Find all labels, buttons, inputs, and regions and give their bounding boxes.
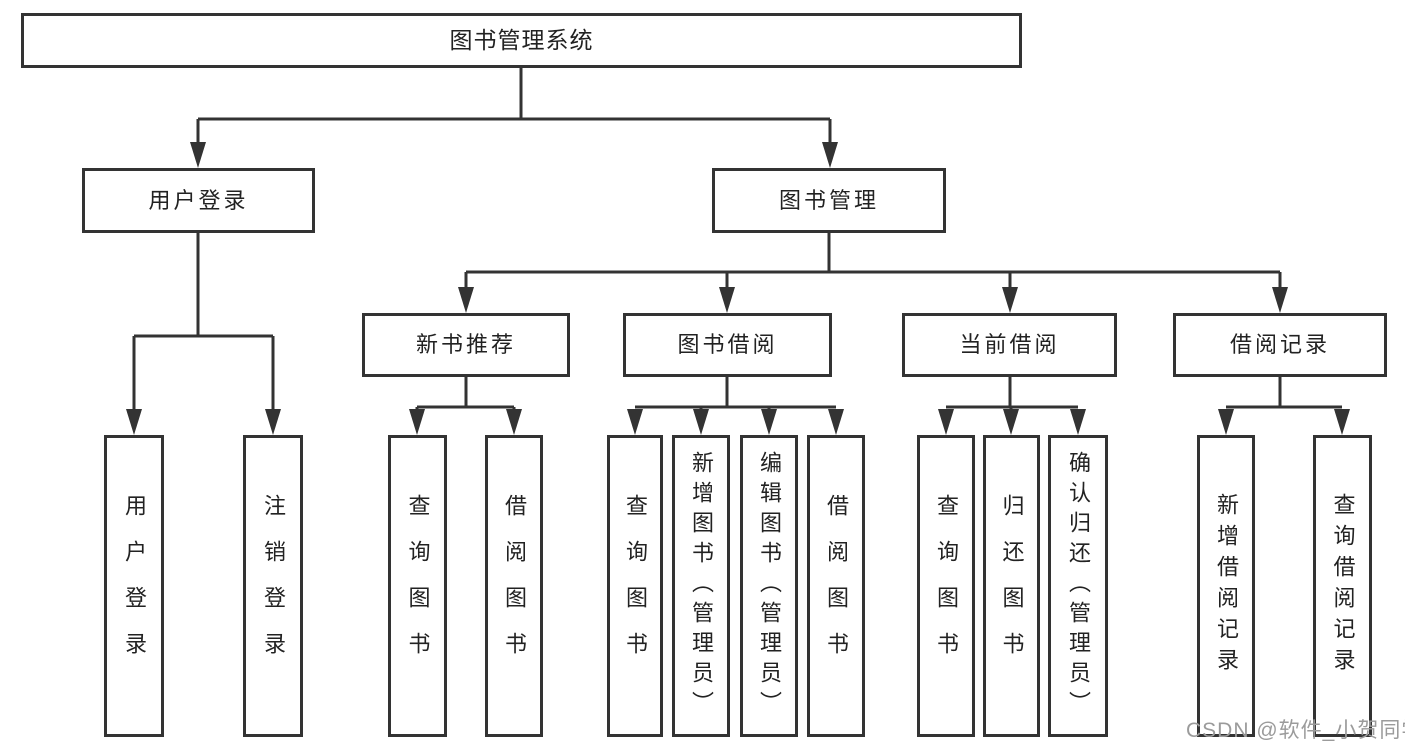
leaf-confirm-return-admin: 确认归还（管理员）: [1048, 435, 1108, 737]
leaf-add-borrow-record: 新增借阅记录: [1197, 435, 1255, 737]
leaf-return-books: 归还图书: [983, 435, 1040, 737]
leaf-query-books-recommend: 查询图书: [388, 435, 447, 737]
leaf-edit-book-admin: 编辑图书（管理员）: [740, 435, 798, 737]
connector-bookmgmt-to-level3: [464, 233, 1282, 288]
arrowheads: [126, 142, 1350, 435]
connector-userlogin-to-leaves: [132, 233, 275, 410]
leaf-borrow-books-recommend: 借阅图书: [485, 435, 543, 737]
node-root-system: 图书管理系统: [21, 13, 1022, 68]
node-user-login: 用户登录: [82, 168, 315, 233]
connector-newbook-to-leaves: [415, 377, 516, 410]
connector-currentborrow-to-leaves: [946, 377, 1078, 410]
node-new-book-recommend: 新书推荐: [362, 313, 570, 377]
leaf-query-books-current: 查询图书: [917, 435, 975, 737]
leaf-borrow-books-borrowing: 借阅图书: [807, 435, 865, 737]
connector-borrowrecord-to-leaves: [1226, 377, 1342, 409]
node-current-borrowing: 当前借阅: [902, 313, 1117, 377]
csdn-watermark: CSDN @软件_小贺同学: [1186, 719, 1405, 742]
node-book-management: 图书管理: [712, 168, 946, 233]
leaf-add-book-admin: 新增图书（管理员）: [672, 435, 730, 737]
connector-root-to-level2: [196, 68, 832, 143]
leaf-logout-login: 注销登录: [243, 435, 303, 737]
connector-bookborrow-to-leaves: [635, 377, 836, 410]
leaf-query-books-borrowing: 查询图书: [607, 435, 663, 737]
node-book-borrowing: 图书借阅: [623, 313, 832, 377]
node-borrowing-records: 借阅记录: [1173, 313, 1387, 377]
leaf-query-borrow-record: 查询借阅记录: [1313, 435, 1372, 737]
leaf-user-login: 用户登录: [104, 435, 164, 737]
